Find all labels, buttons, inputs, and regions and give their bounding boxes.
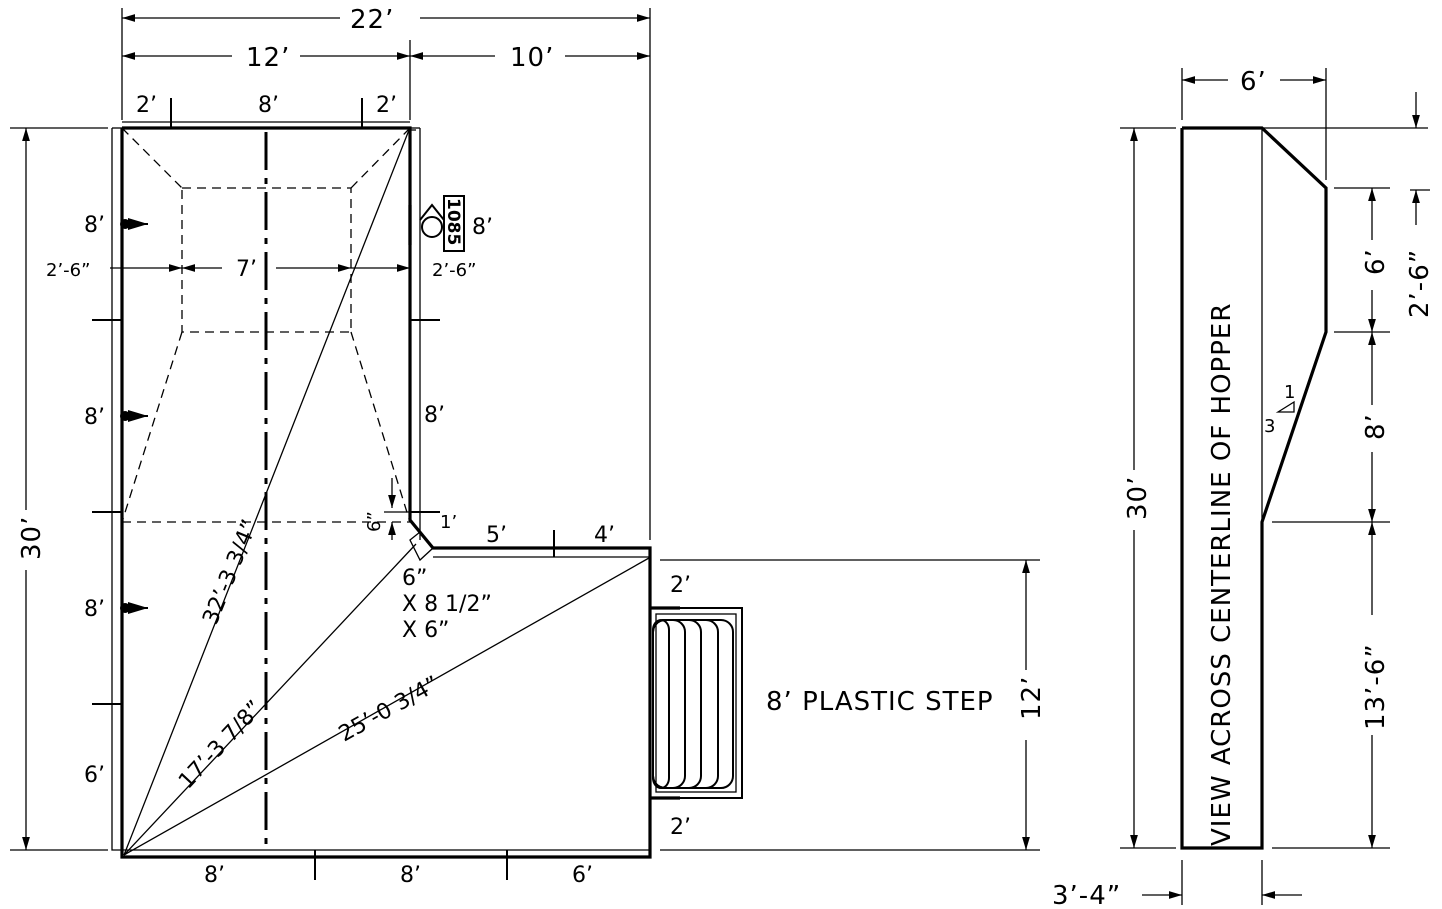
plastic-step — [649, 606, 743, 800]
notch-note-2: X 8 1/2” — [402, 592, 492, 617]
step-bottom-gap: 2’ — [670, 815, 691, 840]
door-symbol: 1085 — [408, 195, 465, 252]
slope-indicator: 1 3 — [1264, 382, 1295, 437]
side-view-caption: VIEW ACROSS CENTERLINE OF HOPPER — [1207, 303, 1237, 846]
hopper-width: 7’ — [236, 257, 257, 282]
diag-25ft: 25’-0 3/4” — [335, 672, 444, 748]
dim-overall-depth: 30’ — [17, 516, 47, 560]
left-vent-icons — [120, 218, 148, 614]
notch-note-3: X 6” — [402, 618, 449, 643]
vent-arrow-icon — [120, 218, 148, 230]
wall-ticks — [92, 98, 555, 880]
lower-top-seg-a: 5’ — [486, 523, 507, 548]
step-top-gap: 2’ — [670, 573, 691, 598]
step-height-dim: 12’ — [1017, 676, 1047, 720]
side-top-width: 6’ — [1240, 67, 1267, 97]
left-seg-4: 6’ — [84, 763, 105, 788]
dim-overall-width: 22’ — [350, 5, 394, 35]
top-seg-left: 2’ — [136, 93, 157, 118]
left-seg-1: 8’ — [84, 213, 105, 238]
slope-run: 3 — [1264, 416, 1275, 437]
dim-right-width: 10’ — [510, 43, 554, 73]
plan-view: 1085 — [92, 98, 743, 880]
dim-left-width: 12’ — [246, 43, 290, 73]
right-seg-lower: 8’ — [424, 403, 445, 428]
side-seg-top: 6’ — [1361, 248, 1391, 275]
bottom-seg-b: 8’ — [400, 863, 421, 888]
bottom-seg-c: 6’ — [572, 863, 593, 888]
vent-arrow-icon — [120, 410, 148, 422]
right-seg-upper: 8’ — [472, 215, 493, 240]
vent-arrow-icon — [120, 602, 148, 614]
top-seg-right: 2’ — [376, 93, 397, 118]
side-seg-bottom: 13’-6” — [1361, 643, 1391, 730]
diagonal-lines — [123, 129, 650, 856]
slope-rise: 1 — [1284, 382, 1295, 403]
plan-dimensions: 22’ 12’ 10’ 2’ 8’ 2’ 30’ 8’ 8’ 8’ 6’ 2’-… — [10, 5, 1047, 888]
side-overall-height: 30’ — [1123, 476, 1153, 520]
side-offset: 2’-6” — [1405, 249, 1435, 318]
notch-detail — [409, 531, 434, 562]
notch-small-dim: 1’ — [440, 512, 457, 533]
notch-6in-dim: 6” — [364, 511, 385, 532]
side-view: VIEW ACROSS CENTERLINE OF HOPPER 1 3 6’ … — [1052, 67, 1435, 909]
diag-32ft: 32’-3 3/4” — [198, 516, 263, 628]
top-seg-middle: 8’ — [258, 93, 279, 118]
notch-note-1: 6” — [402, 566, 427, 591]
step-label: 8’ PLASTIC STEP — [766, 687, 994, 717]
diag-17ft: 17’-3 7/8” — [174, 696, 268, 794]
side-base-width: 3’-4” — [1052, 881, 1121, 909]
door-label: 1085 — [443, 198, 463, 245]
hopper-left-offset: 2’-6” — [46, 260, 90, 281]
hopper-right-offset: 2’-6” — [432, 260, 476, 281]
lower-top-seg-b: 4’ — [594, 523, 615, 548]
left-seg-2: 8’ — [84, 405, 105, 430]
building-outline — [111, 121, 652, 859]
left-seg-3: 8’ — [84, 597, 105, 622]
side-seg-mid: 8’ — [1361, 413, 1391, 440]
bottom-seg-a: 8’ — [204, 863, 225, 888]
